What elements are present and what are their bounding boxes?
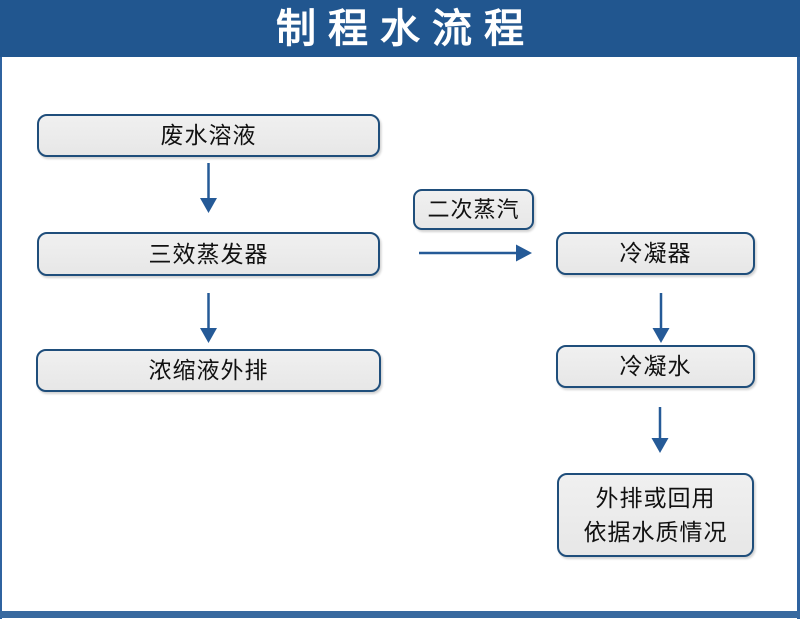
node-triple-effect-evaporator: 三效蒸发器 — [37, 232, 380, 276]
node-label-line-2: 依据水质情况 — [583, 519, 728, 545]
bottom-accent-bar — [0, 611, 800, 618]
node-condensate-water: 冷凝水 — [556, 345, 755, 388]
arrow-condenser-to-condensate — [652, 293, 670, 343]
node-discharge-or-reuse: 外排或回用 依据水质情况 — [557, 473, 754, 557]
node-concentrate-discharge: 浓缩液外排 — [36, 349, 381, 392]
node-wastewater-solution: 废水溶液 — [37, 114, 380, 157]
node-label: 冷凝水 — [619, 353, 692, 380]
arrow-evaporator-to-concentrate — [200, 293, 217, 343]
title-bar: 制程水流程 — [0, 0, 800, 57]
node-label: 浓缩液外排 — [148, 357, 269, 384]
arrow-evaporator-to-condenser — [419, 244, 532, 262]
node-condenser: 冷凝器 — [556, 232, 755, 275]
node-secondary-steam-label: 二次蒸汽 — [413, 189, 534, 230]
arrow-wastewater-to-evaporator — [200, 163, 217, 213]
node-label: 二次蒸汽 — [427, 197, 520, 222]
node-label: 冷凝器 — [619, 240, 692, 267]
arrow-condensate-to-discharge — [651, 407, 669, 453]
node-label: 废水溶液 — [160, 122, 257, 149]
node-label: 三效蒸发器 — [148, 240, 269, 267]
page-title: 制程水流程 — [276, 6, 536, 51]
node-label-line-1: 外排或回用 — [595, 484, 716, 511]
